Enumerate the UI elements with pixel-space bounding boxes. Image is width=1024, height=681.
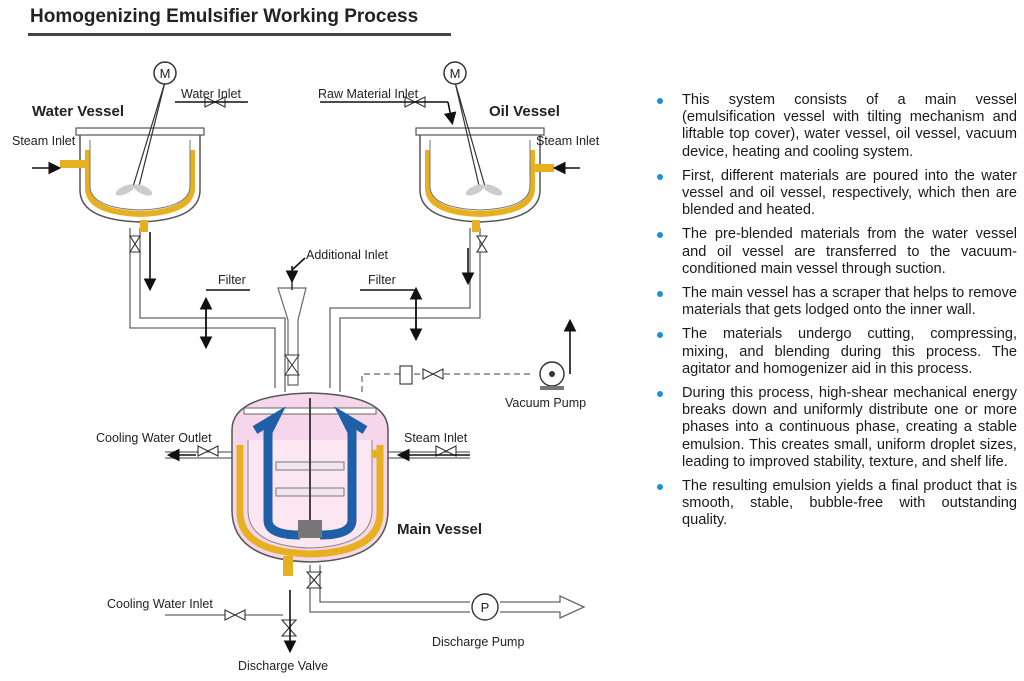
additional-inlet-funnel	[277, 280, 307, 386]
oil-vessel-motor: M	[443, 61, 503, 196]
bullet-text: First, different materials are poured in…	[682, 167, 1017, 219]
process-diagram: M M	[12, 61, 600, 673]
label-additional-inlet: Additional Inlet	[306, 248, 389, 262]
label-discharge-valve: Discharge Valve	[238, 659, 328, 673]
flow-arrows	[32, 101, 580, 654]
discharge-pump: P	[471, 593, 499, 621]
list-item: During this process, high-shear mechanic…	[655, 385, 1017, 471]
bullet-text: The resulting emulsion yields a final pr…	[682, 478, 1017, 529]
bullet-text: The pre-blended materials from the water…	[682, 226, 1017, 277]
list-item: First, different materials are poured in…	[655, 168, 1017, 220]
bullet-dot-icon	[657, 232, 663, 239]
label-vacuum-pump: Vacuum Pump	[505, 396, 586, 410]
description-list: This system consists of a main vessel (e…	[655, 92, 1017, 537]
bullet-text: The main vessel has a scraper that helps…	[682, 285, 1018, 319]
bullet-text: During this process, high-shear mechanic…	[682, 385, 1017, 470]
motor-symbol: M	[160, 66, 171, 81]
bullet-text: This system consists of a main vessel (e…	[682, 92, 1017, 160]
label-cooling-water-inlet: Cooling Water Inlet	[107, 597, 213, 611]
bullet-dot-icon	[657, 484, 663, 491]
label-raw-material-inlet: Raw Material Inlet	[318, 87, 419, 101]
bullet-dot-icon	[657, 332, 663, 339]
water-vessel	[60, 127, 205, 232]
label-steam-inlet-left: Steam Inlet	[12, 134, 76, 148]
label-water-vessel: Water Vessel	[32, 103, 124, 120]
label-steam-inlet-main: Steam Inlet	[404, 431, 468, 445]
valves	[129, 96, 488, 637]
list-item: This system consists of a main vessel (e…	[655, 92, 1017, 161]
bullet-text: The materials undergo cutting, compressi…	[682, 326, 1017, 377]
list-item: The pre-blended materials from the water…	[655, 226, 1017, 278]
oil-vessel	[415, 127, 554, 232]
label-filter-left: Filter	[218, 273, 246, 287]
label-steam-inlet-right: Steam Inlet	[536, 134, 600, 148]
motor-symbol: M	[450, 66, 461, 81]
list-item: The main vessel has a scraper that helps…	[655, 285, 1017, 319]
bullet-dot-icon	[657, 391, 663, 398]
label-water-inlet: Water Inlet	[181, 87, 242, 101]
bullet-dot-icon	[657, 291, 663, 298]
label-main-vessel: Main Vessel	[397, 521, 482, 538]
pump-symbol: P	[481, 600, 490, 615]
page-title: Homogenizing Emulsifier Working Process	[30, 6, 419, 27]
main-vessel	[231, 392, 389, 576]
water-vessel-motor: M	[115, 61, 177, 196]
vacuum-line	[361, 373, 530, 392]
bullet-dot-icon	[657, 98, 663, 104]
list-item: The resulting emulsion yields a final pr…	[655, 478, 1017, 530]
label-oil-vessel: Oil Vessel	[489, 103, 560, 120]
label-cooling-water-outlet: Cooling Water Outlet	[96, 431, 212, 445]
list-item: The materials undergo cutting, compressi…	[655, 326, 1017, 378]
label-filter-right: Filter	[368, 273, 396, 287]
vacuum-pump	[539, 361, 565, 390]
bullet-dot-icon	[657, 173, 663, 180]
title-underline	[28, 33, 451, 36]
label-discharge-pump: Discharge Pump	[432, 635, 524, 649]
